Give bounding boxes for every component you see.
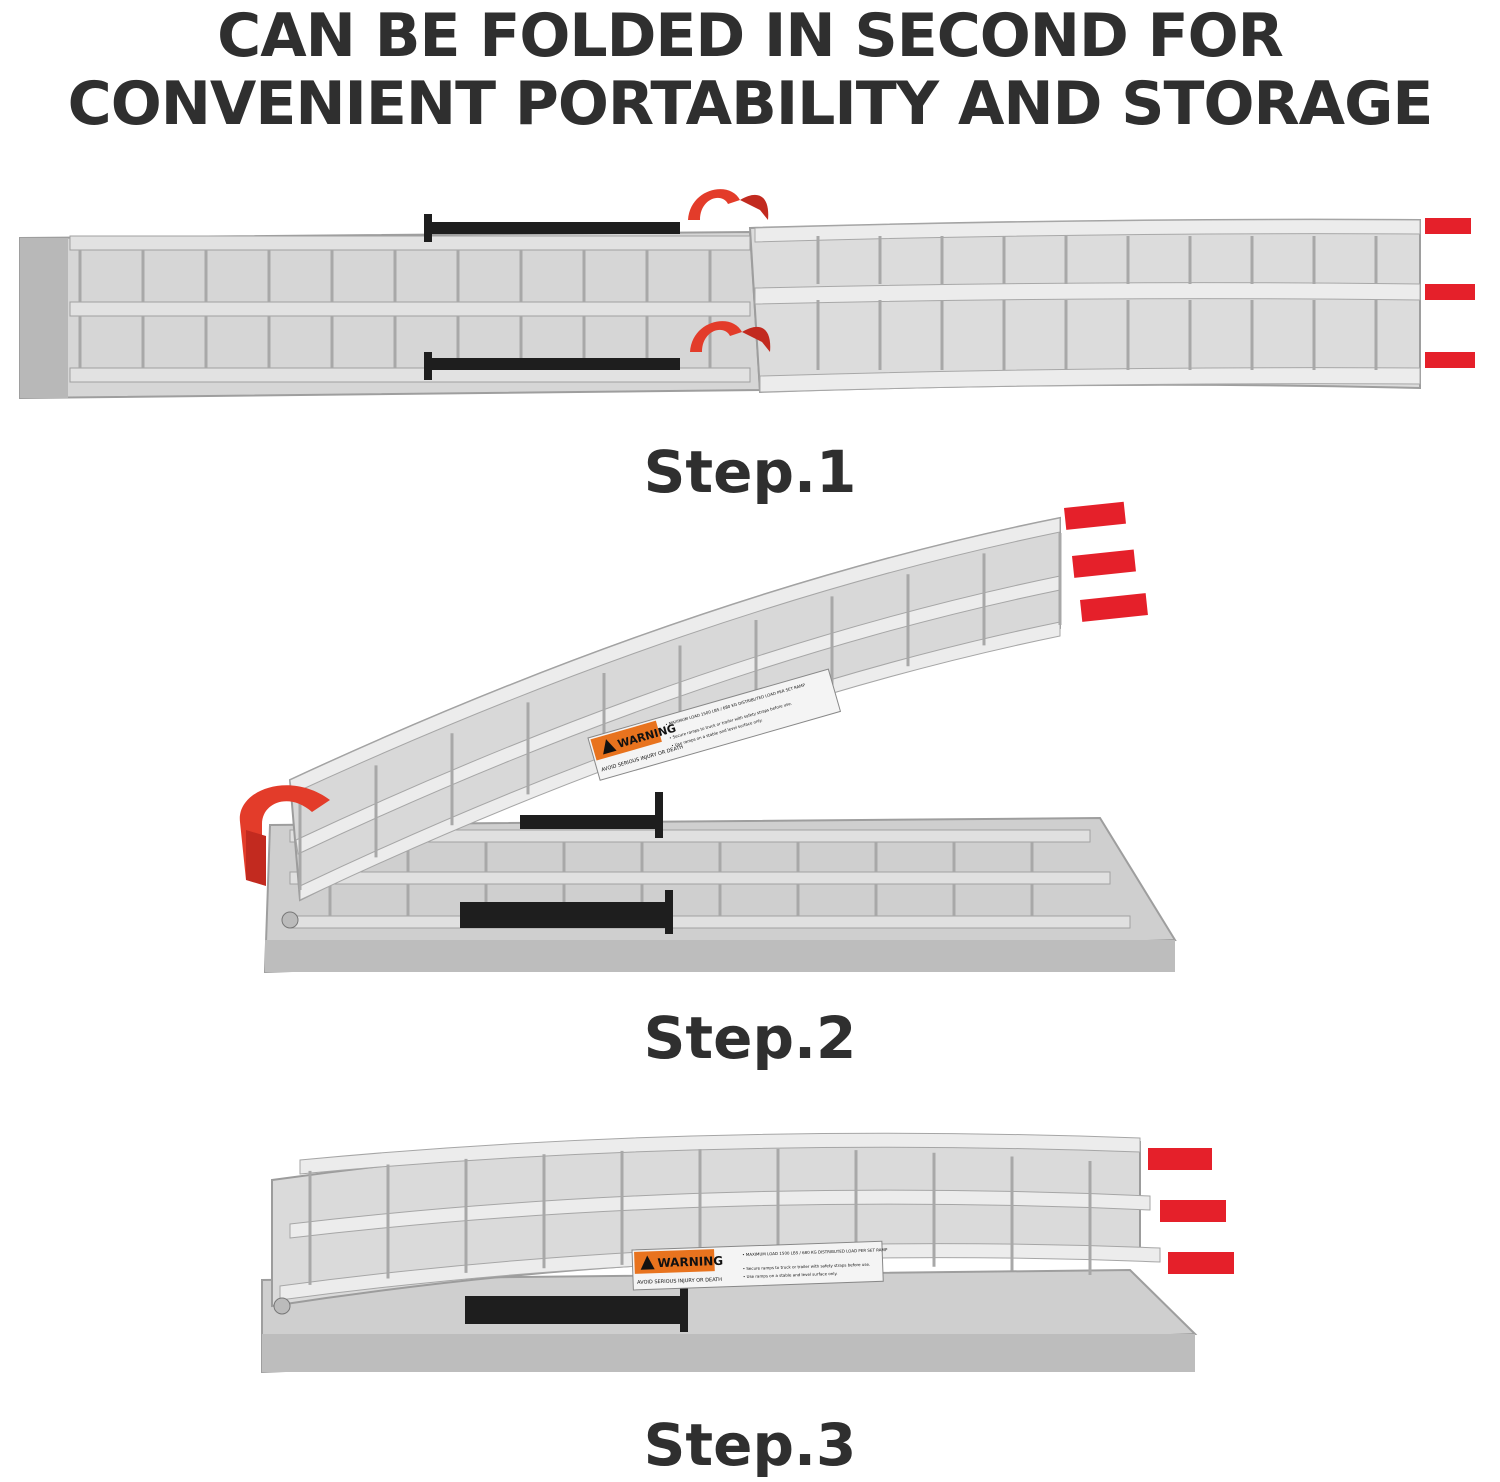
step-2-label: Step.2	[643, 1004, 857, 1072]
fold-arrow-icon	[688, 189, 769, 220]
fold-arrow-icon	[690, 321, 771, 352]
step1-ramp-illustration	[19, 189, 1475, 400]
warning-subtitle: AVOID SERIOUS INJURY OR DEATH	[637, 1277, 722, 1286]
warning-title: WARNING	[657, 1254, 723, 1270]
headline-line-1: CAN BE FOLDED IN SECOND FOR	[217, 1, 1284, 71]
step3-ramp-illustration: WARNING AVOID SERIOUS INJURY OR DEATH • …	[261, 1132, 1234, 1374]
step-1-label: Step.1	[643, 438, 857, 506]
warning-sticker: WARNING AVOID SERIOUS INJURY OR DEATH • …	[631, 1240, 888, 1291]
warning-line-1: • MAXIMUM LOAD 1500 LBS / 680 KG DISTRIB…	[742, 1247, 888, 1257]
step-3-label: Step.3	[643, 1411, 857, 1479]
fold-arrow-icon	[239, 785, 330, 886]
warning-triangle-icon	[640, 1255, 655, 1270]
warning-line-2: • Secure ramps to truck or trailer with …	[743, 1262, 871, 1271]
step2-ramp-illustration: WARNING AVOID SERIOUS INJURY OR DEATH • …	[239, 501, 1177, 974]
headline-line-2: CONVENIENT PORTABILITY AND STORAGE	[67, 69, 1434, 139]
warning-line-3: • Use ramps on a stable and level surfac…	[743, 1271, 838, 1279]
warning-triangle-icon	[603, 739, 617, 755]
